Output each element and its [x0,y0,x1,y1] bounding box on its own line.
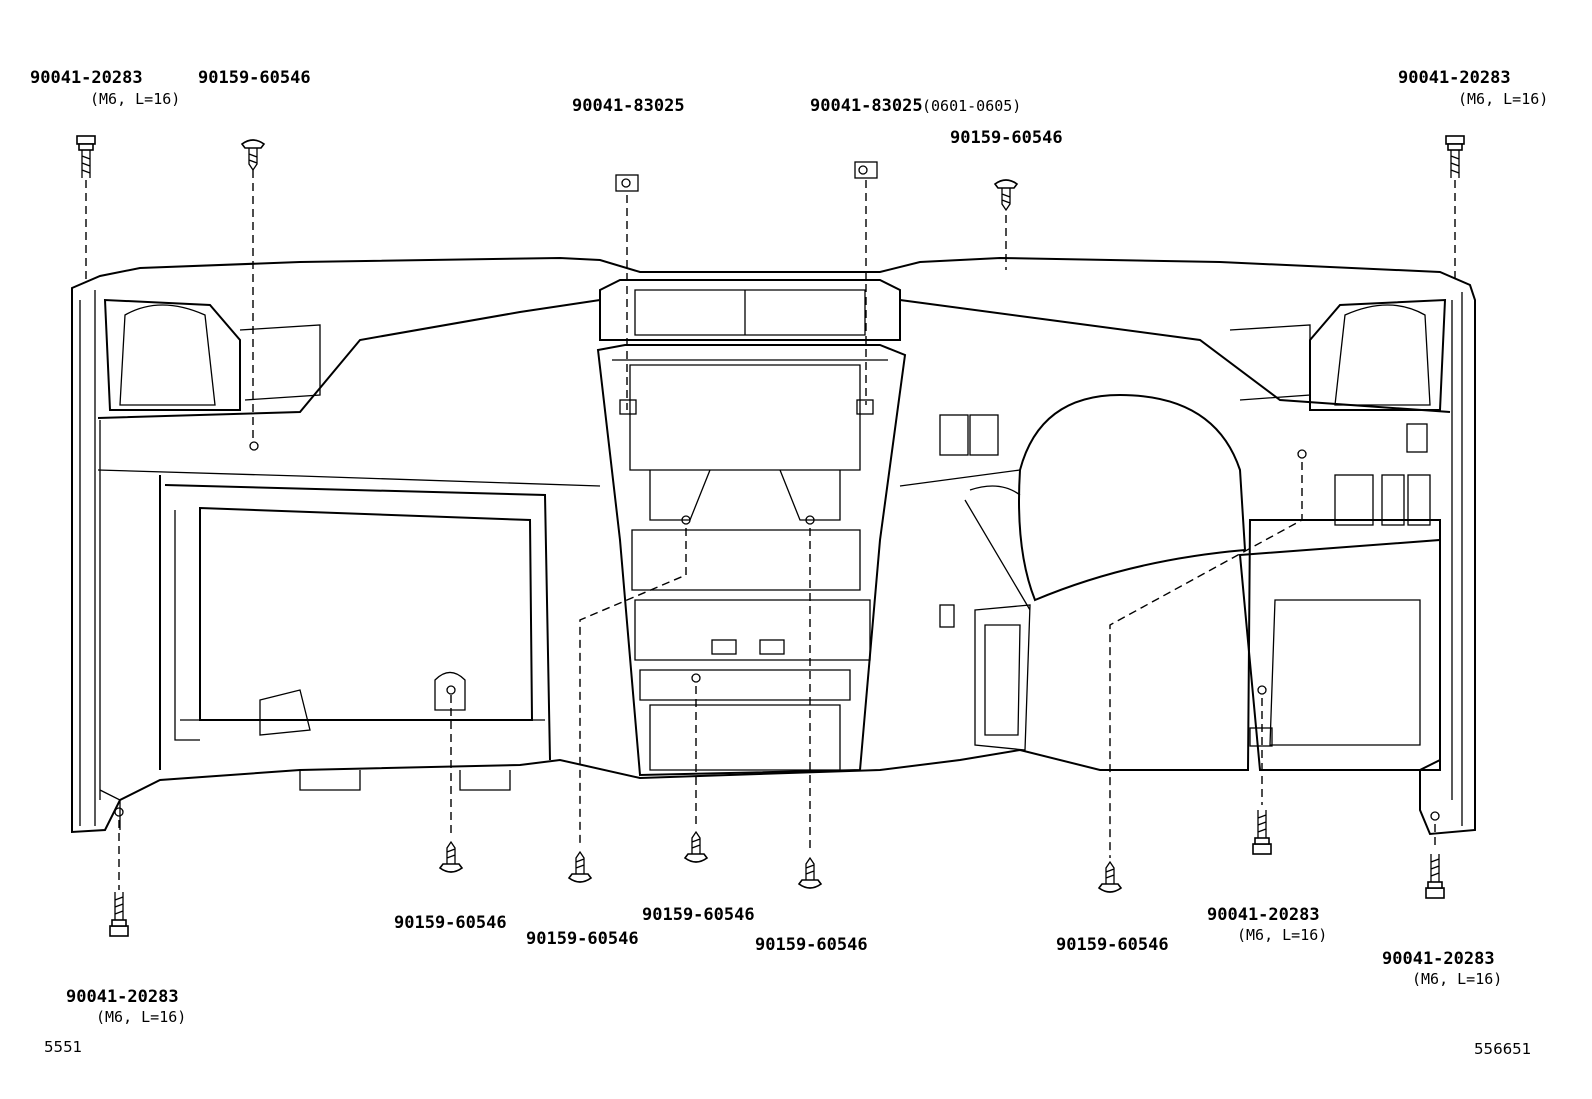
callout-part-number: 90041-20283 [30,68,143,88]
screw-icon [993,179,1019,212]
callout-part-number: 90041-83025 [810,96,923,116]
callout-part-number: 90159-60546 [526,929,639,949]
bolt-icon [109,892,129,937]
screw-icon [240,139,266,172]
screw-icon [683,830,709,863]
callout-part-number: 90159-60546 [394,913,507,933]
leader-lines [85,170,1456,890]
callout-note: (0601-0605) [922,97,1021,115]
callout-part-number: 90041-20283 [1207,905,1320,925]
instrument-panel-body [71,161,1476,836]
screw-icon [438,840,464,873]
callout-part-number: 90159-60546 [950,128,1063,148]
callout-note: (M6, L=16) [96,1008,186,1026]
bolt-icon [1445,135,1465,178]
bolt-icon [76,135,96,178]
callout-part-number: 90159-60546 [642,905,755,925]
callout-part-number: 90159-60546 [1056,935,1169,955]
callout-note: (M6, L=16) [90,90,180,108]
screw-icon [1097,860,1123,893]
callout-part-number: 90041-20283 [1382,949,1495,969]
callout-part-number: 90041-20283 [1398,68,1511,88]
screw-icon [567,850,593,883]
screw-icon [797,856,823,889]
bolt-icon [1252,810,1272,855]
figure-id: 556651 [1474,1040,1531,1058]
callout-part-number: 90041-20283 [66,987,179,1007]
bolt-icon [1425,854,1445,899]
callout-labels: 90041-20283 (M6, L=16) 90159-60546 90041… [30,68,1548,1026]
callout-note: (M6, L=16) [1412,970,1502,988]
callout-part-number: 90159-60546 [198,68,311,88]
callout-part-number: 90159-60546 [755,935,868,955]
callout-note: (M6, L=16) [1458,90,1548,108]
callout-note: (M6, L=16) [1237,926,1327,944]
drawing-id: 5551 [44,1038,82,1056]
callout-part-number: 90041-83025 [572,96,685,116]
